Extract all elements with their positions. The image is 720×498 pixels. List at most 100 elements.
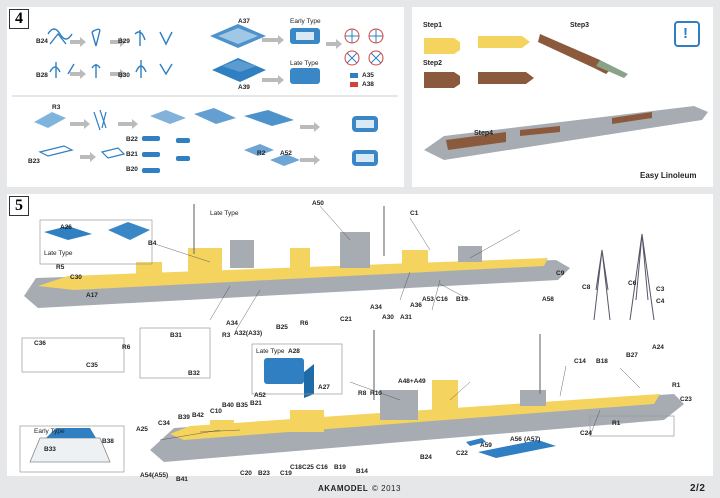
label-c21: C21 [340,316,352,323]
warning-icon: ! [683,25,688,42]
linoleum-ship [424,106,708,160]
label-a28: A28 [288,348,300,355]
label-a57: (A57) [524,436,541,443]
label-b20-step4: B20 [126,166,138,173]
label-b24: B24 [36,38,48,45]
label-a59: A59 [480,442,492,449]
label-c8: C8 [582,284,591,291]
label-b21-lower: B21 [250,400,262,407]
late-type-tag-upper: Late Type [44,250,73,257]
label-b31: B31 [170,332,182,339]
label-b22-step4: B22 [126,136,138,143]
label-c35: C35 [86,362,98,369]
label-r10: R10 [370,390,382,397]
linoleum-step2-label: Step2 [423,60,443,67]
late-type-tag-lower: Late Type [256,348,285,355]
step5-callout-boxes [19,219,675,473]
step4-arrows [70,35,342,165]
label-b35: B35 [236,402,248,409]
linoleum-tweezers [538,34,628,78]
label-a26: A26 [60,224,72,231]
label-b29: B29 [118,38,130,45]
label-r1-box: R1 [612,420,621,427]
label-a54-a55: A54(A55) [140,472,169,479]
label-c30: C30 [70,274,82,281]
linoleum-step4-label: Step4 [474,130,494,137]
linoleum-step1-parts [424,36,530,54]
label-r3-step4: R3 [52,104,61,111]
label-b39: B39 [178,414,190,421]
label-c1: C1 [410,210,419,217]
panel-linoleum-bg [412,7,713,187]
upper-ship-model [24,204,570,308]
legend-a38-swatch [350,82,358,87]
late-type-tag-mid: Late Type [210,210,239,217]
label-b23-lower: B23 [258,470,270,477]
label-r8: R8 [358,390,367,397]
label-r6-upper: R6 [300,320,309,327]
label-a25: A25 [136,426,148,433]
legend-a38-label: A38 [362,81,374,88]
label-a37: A37 [238,18,250,25]
label-b14: B14 [356,468,368,475]
label-c20: C20 [240,470,252,477]
label-a34-left: A34 [226,320,238,327]
label-a52-lower: A52 [254,392,266,399]
label-c23: C23 [680,396,692,403]
label-r5: R5 [56,264,65,271]
label-c4: C4 [656,298,665,305]
label-a27: A27 [318,384,330,391]
label-c22: C22 [456,450,468,457]
label-b40: B40 [222,402,234,409]
early-type-tag-step4: Early Type [290,18,321,25]
label-c10: C10 [210,408,222,415]
label-a56: A56 [510,436,522,443]
label-a58: A58 [542,296,554,303]
step4-sketches [47,28,173,78]
label-c36: C36 [34,340,46,347]
label-r6-lower: R6 [122,344,131,351]
label-a24: A24 [652,344,664,351]
linoleum-step3-label: Step3 [570,22,590,29]
label-c16-upper: C16 [436,296,448,303]
label-b27-right: B27 [626,352,638,359]
label-a34: A34 [370,304,382,311]
label-c24: C24 [580,430,592,437]
label-a48-a49: A48+A49 [398,378,426,385]
linoleum-step2-parts [424,72,534,88]
label-b18: B18 [596,358,608,365]
label-r3-upper: R3 [222,332,231,339]
label-a30: A30 [382,314,394,321]
step-number-5: 5 [9,196,29,216]
legend-a35-swatch [350,73,358,78]
label-r2-step4: R2 [257,150,266,157]
legend-a35-label: A35 [362,72,374,79]
footer-brand: AKAMODEL [318,484,369,493]
step5-blue-parts [44,222,556,458]
label-b21-step4: B21 [126,151,138,158]
early-type-tag-inset: Early Type [34,428,65,435]
label-c9: C9 [556,270,565,277]
label-b28: B28 [36,72,48,79]
label-c25: C25 [302,464,314,471]
label-b23-step4: B23 [28,158,40,165]
step-number-4: 4 [9,9,29,29]
label-b19-lower: B19 [334,464,346,471]
label-a17: A17 [86,292,98,299]
label-b24-lower: B24 [420,454,432,461]
label-a39: A39 [238,84,250,91]
label-c18: C18 [290,464,302,471]
page-number: 2/2 [690,483,706,494]
label-c19: C19 [280,470,292,477]
mast-assemblies [593,233,655,321]
label-a52-step4: A52 [280,150,292,157]
label-c3: C3 [656,286,665,293]
lower-ship-model [150,330,684,462]
panel-step4-bg [7,7,404,187]
label-b25: B25 [276,324,288,331]
step4-fan-diagrams [344,28,384,66]
label-b38: B38 [102,438,114,445]
label-c6: C6 [628,280,637,287]
warning-box [674,21,700,47]
